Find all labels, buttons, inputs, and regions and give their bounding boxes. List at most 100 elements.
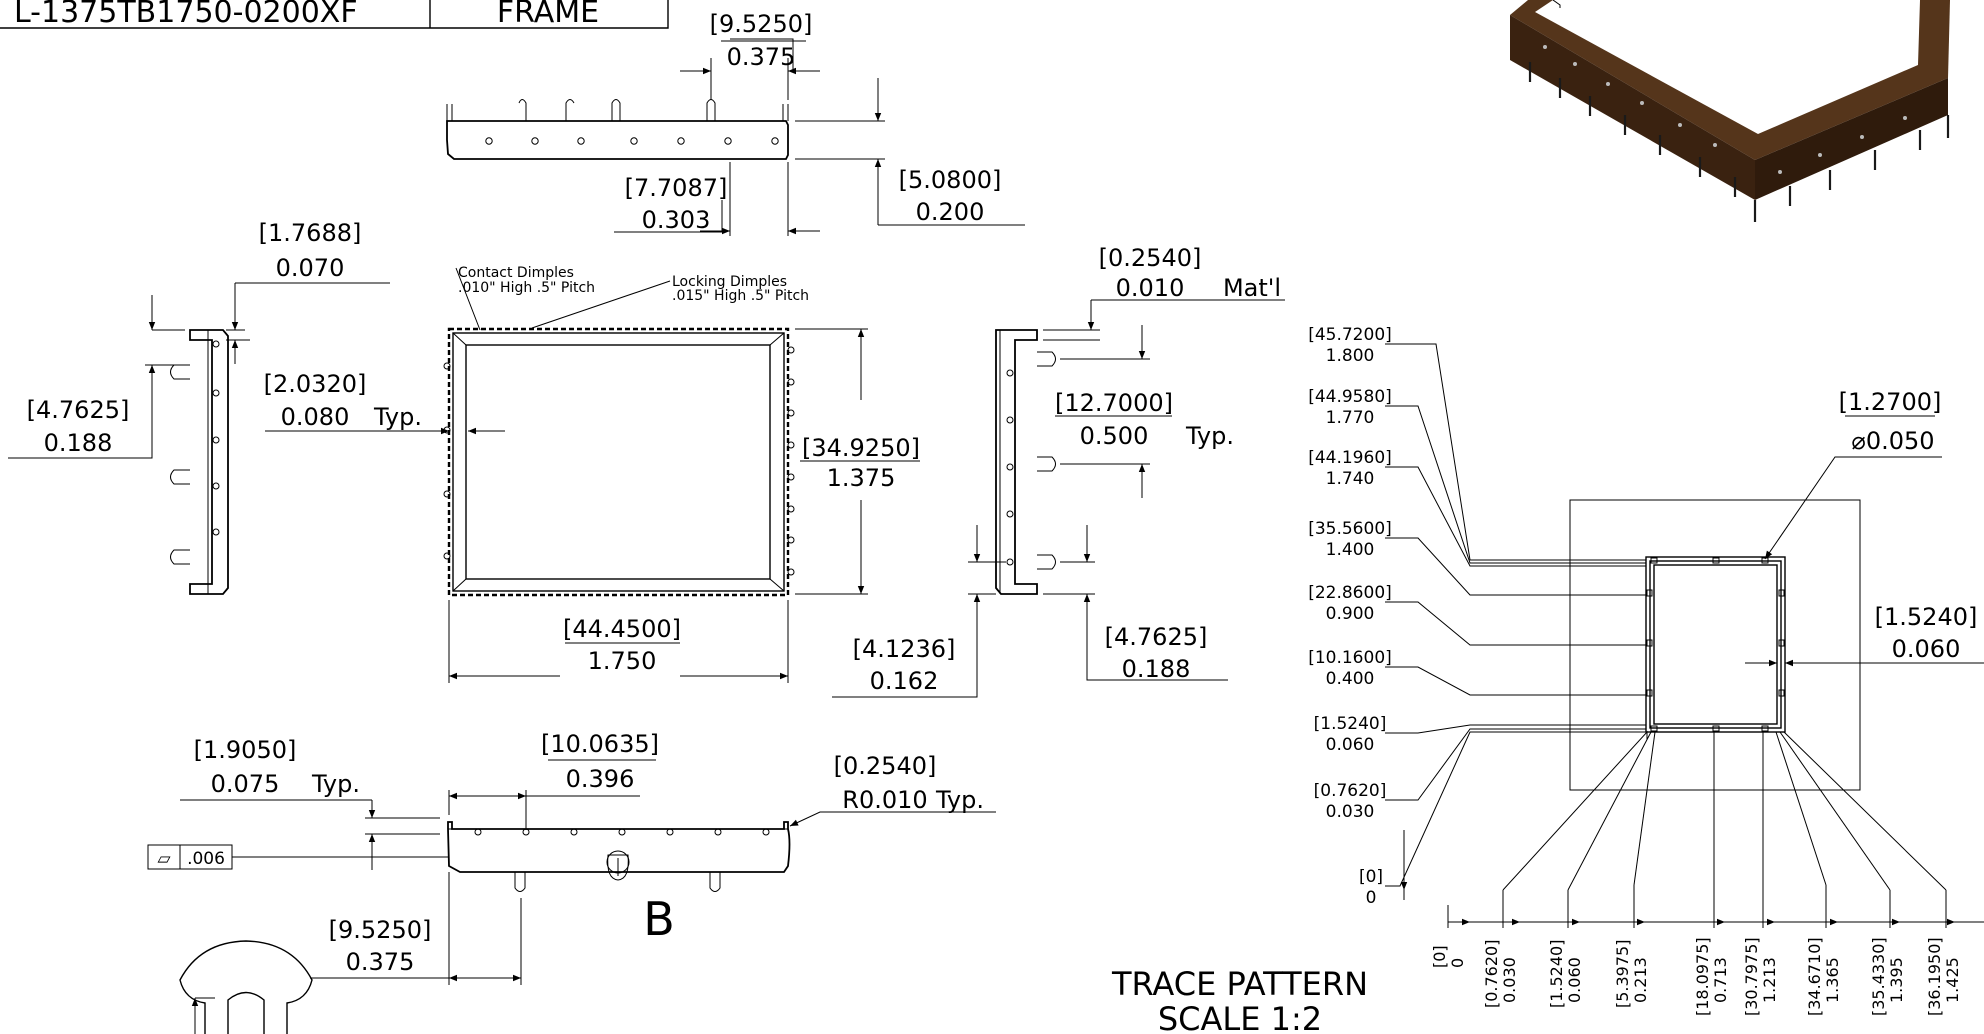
dimension-text: [10.1600] (1308, 648, 1392, 668)
dimension-text: [9.5250] (710, 10, 813, 38)
dimension-text: [12.7000] (1055, 389, 1173, 417)
dimension-text: 1.425 (1943, 957, 1962, 1003)
dimension-text: Typ. (373, 403, 422, 431)
dimension-text: [1.5240] (1314, 714, 1387, 734)
isometric-view (1510, 0, 1950, 222)
dimension-text: ⌀0.050 (1851, 427, 1934, 455)
dimension-text: 0.080 (281, 403, 350, 431)
dimension-text: [5.0800] (899, 166, 1002, 194)
dimension-text: 0.400 (1326, 669, 1375, 689)
dim-bottom-pin-length: [1.9050] 0.075 Typ. (180, 736, 440, 870)
dim-top-pin-offset: [7.7087] 0.303 (614, 162, 820, 236)
dimension-text: 1.213 (1760, 957, 1779, 1003)
dimension-text: 0.200 (916, 198, 985, 226)
dim-right-bottom-a: [4.1236] 0.162 (832, 525, 1006, 698)
dim-height: [34.9250] 1.375 (795, 328, 920, 595)
dimension-text: 0.396 (566, 765, 635, 793)
dimension-text: [0] (1359, 867, 1383, 887)
dimension-text: R0.010 (842, 786, 927, 814)
dimension-text: [10.0635] (541, 730, 659, 758)
dimension-text: 0.030 (1326, 802, 1375, 822)
dimension-text: .015" High .5" Pitch (672, 288, 809, 304)
dimension-text: [0.7620] (1482, 940, 1501, 1008)
view-label: B (643, 892, 675, 946)
dimension-text: Typ. (311, 770, 360, 798)
dimension-text: [30.7975] (1742, 937, 1761, 1016)
right-side-view: [0.2540] 0.010 Mat'l [12.7000] 0.500 Typ… (832, 244, 1285, 698)
part-description: FRAME (497, 0, 599, 30)
dim-left-first-pin: [4.7625] 0.188 (8, 364, 185, 459)
dimension-text: [1.7688] (259, 219, 362, 247)
dimension-text: 0.188 (44, 429, 113, 457)
trace-x-labels: [0] 0 [0.7620] 0.030 [1.5240] 0.060 [5.3… (1430, 937, 1962, 1016)
dimension-text: Typ. (935, 786, 984, 814)
dimension-text: 0 (1448, 958, 1467, 968)
dimension-text: [44.9580] (1308, 387, 1392, 407)
dimension-text: [36.1950] (1925, 937, 1944, 1016)
dimension-text: [35.4330] (1869, 937, 1888, 1016)
dim-top-pitch: [9.5250] 0.375 (680, 10, 820, 100)
dimension-text: 0.030 (1500, 957, 1519, 1003)
dimension-text: [1.9050] (194, 736, 297, 764)
dimension-text: 1.770 (1326, 408, 1375, 428)
trace-x-leaders (1447, 730, 1984, 928)
dimension-text: [0.2540] (1099, 244, 1202, 272)
trace-y-leaders (1385, 343, 1646, 900)
title-block: L-1375TB1750-0200XF FRAME (0, 0, 669, 30)
dimension-text: 0 (1366, 888, 1377, 908)
dimension-text: [35.5600] (1308, 519, 1392, 539)
dimension-text: [34.9250] (802, 434, 920, 462)
dimension-text: [1.2700] (1839, 388, 1942, 416)
dimension-text: 0.060 (1326, 735, 1375, 755)
dimension-text: 0.060 (1892, 635, 1961, 663)
dimension-text: [5.3975] (1613, 940, 1632, 1008)
dimension-text: [2.0320] (264, 370, 367, 398)
dimension-text: [34.6710] (1805, 937, 1824, 1016)
dimension-text: [1.5240] (1547, 940, 1566, 1008)
dimension-text: 1.740 (1326, 469, 1375, 489)
dimension-text: 1.365 (1823, 957, 1842, 1003)
dimension-text: Locking Dimples (672, 274, 787, 290)
dim-right-bottom-b: [4.7625] 0.188 (1043, 525, 1228, 683)
dimension-text: 1.800 (1326, 346, 1375, 366)
dim-width: [44.4500] 1.750 (448, 600, 789, 683)
dimension-text: 0.010 (1116, 274, 1185, 302)
dimension-text: [0] (1430, 945, 1449, 968)
dimension-text: [4.7625] (1105, 623, 1208, 651)
bottom-side-view: B ▱ .006 [1.9050] 0.075 Typ. [10.0635] 0… (147, 730, 996, 985)
dimension-text: [44.4500] (563, 615, 681, 643)
dimension-text: [0.7620] (1314, 781, 1387, 801)
dimension-text: 1.395 (1887, 957, 1906, 1003)
flatness-callout: ▱ .006 (147, 844, 448, 870)
pin-detail (179, 940, 313, 1034)
dimension-text: [18.0975] (1693, 937, 1712, 1016)
trace-pattern-title: TRACE PATTERN (1111, 965, 1368, 1003)
dimension-text: 0.713 (1711, 957, 1730, 1003)
dim-left-wall: [1.7688] 0.070 (148, 219, 390, 364)
dim-top-height: [5.0800] 0.200 (795, 78, 1025, 226)
dimension-text: 0.070 (276, 254, 345, 282)
dimension-text: [4.7625] (27, 396, 130, 424)
trace-pattern: [1.2700] ⌀0.050 [1.5240] 0.060 [45.7200]… (1111, 325, 1984, 1034)
dimension-text: Typ. (1185, 422, 1234, 450)
dimension-text: .010" High .5" Pitch (458, 280, 595, 296)
part-number: L-1375TB1750-0200XF (14, 0, 358, 30)
dimension-text: [9.5250] (329, 916, 432, 944)
dim-bottom-first-pin: [9.5250] 0.375 (310, 872, 522, 985)
dimension-text: 0.188 (1122, 655, 1191, 683)
dim-bend-radius: [0.2540] R0.010 Typ. (789, 752, 996, 827)
trace-pattern-scale: SCALE 1:2 (1158, 1000, 1322, 1034)
dimension-text: ▱ (157, 849, 171, 869)
left-side-view: [1.7688] 0.070 [4.7625] 0.188 (8, 219, 390, 595)
dimension-text: [1.5240] (1875, 603, 1978, 631)
dimension-text: [4.1236] (853, 635, 956, 663)
dimension-text: 0.303 (642, 206, 711, 234)
dim-wall-typ: [2.0320] 0.080 Typ. (264, 370, 505, 435)
dimension-text: [44.1960] (1308, 448, 1392, 468)
dimension-text: 0.075 (211, 770, 280, 798)
dimension-text: 1.375 (827, 464, 896, 492)
dimension-text: Contact Dimples (458, 265, 574, 281)
dimension-text: [45.7200] (1308, 325, 1392, 345)
top-side-view: [9.5250] 0.375 [7.7087] 0.303 [5.0800] 0… (446, 10, 1025, 236)
